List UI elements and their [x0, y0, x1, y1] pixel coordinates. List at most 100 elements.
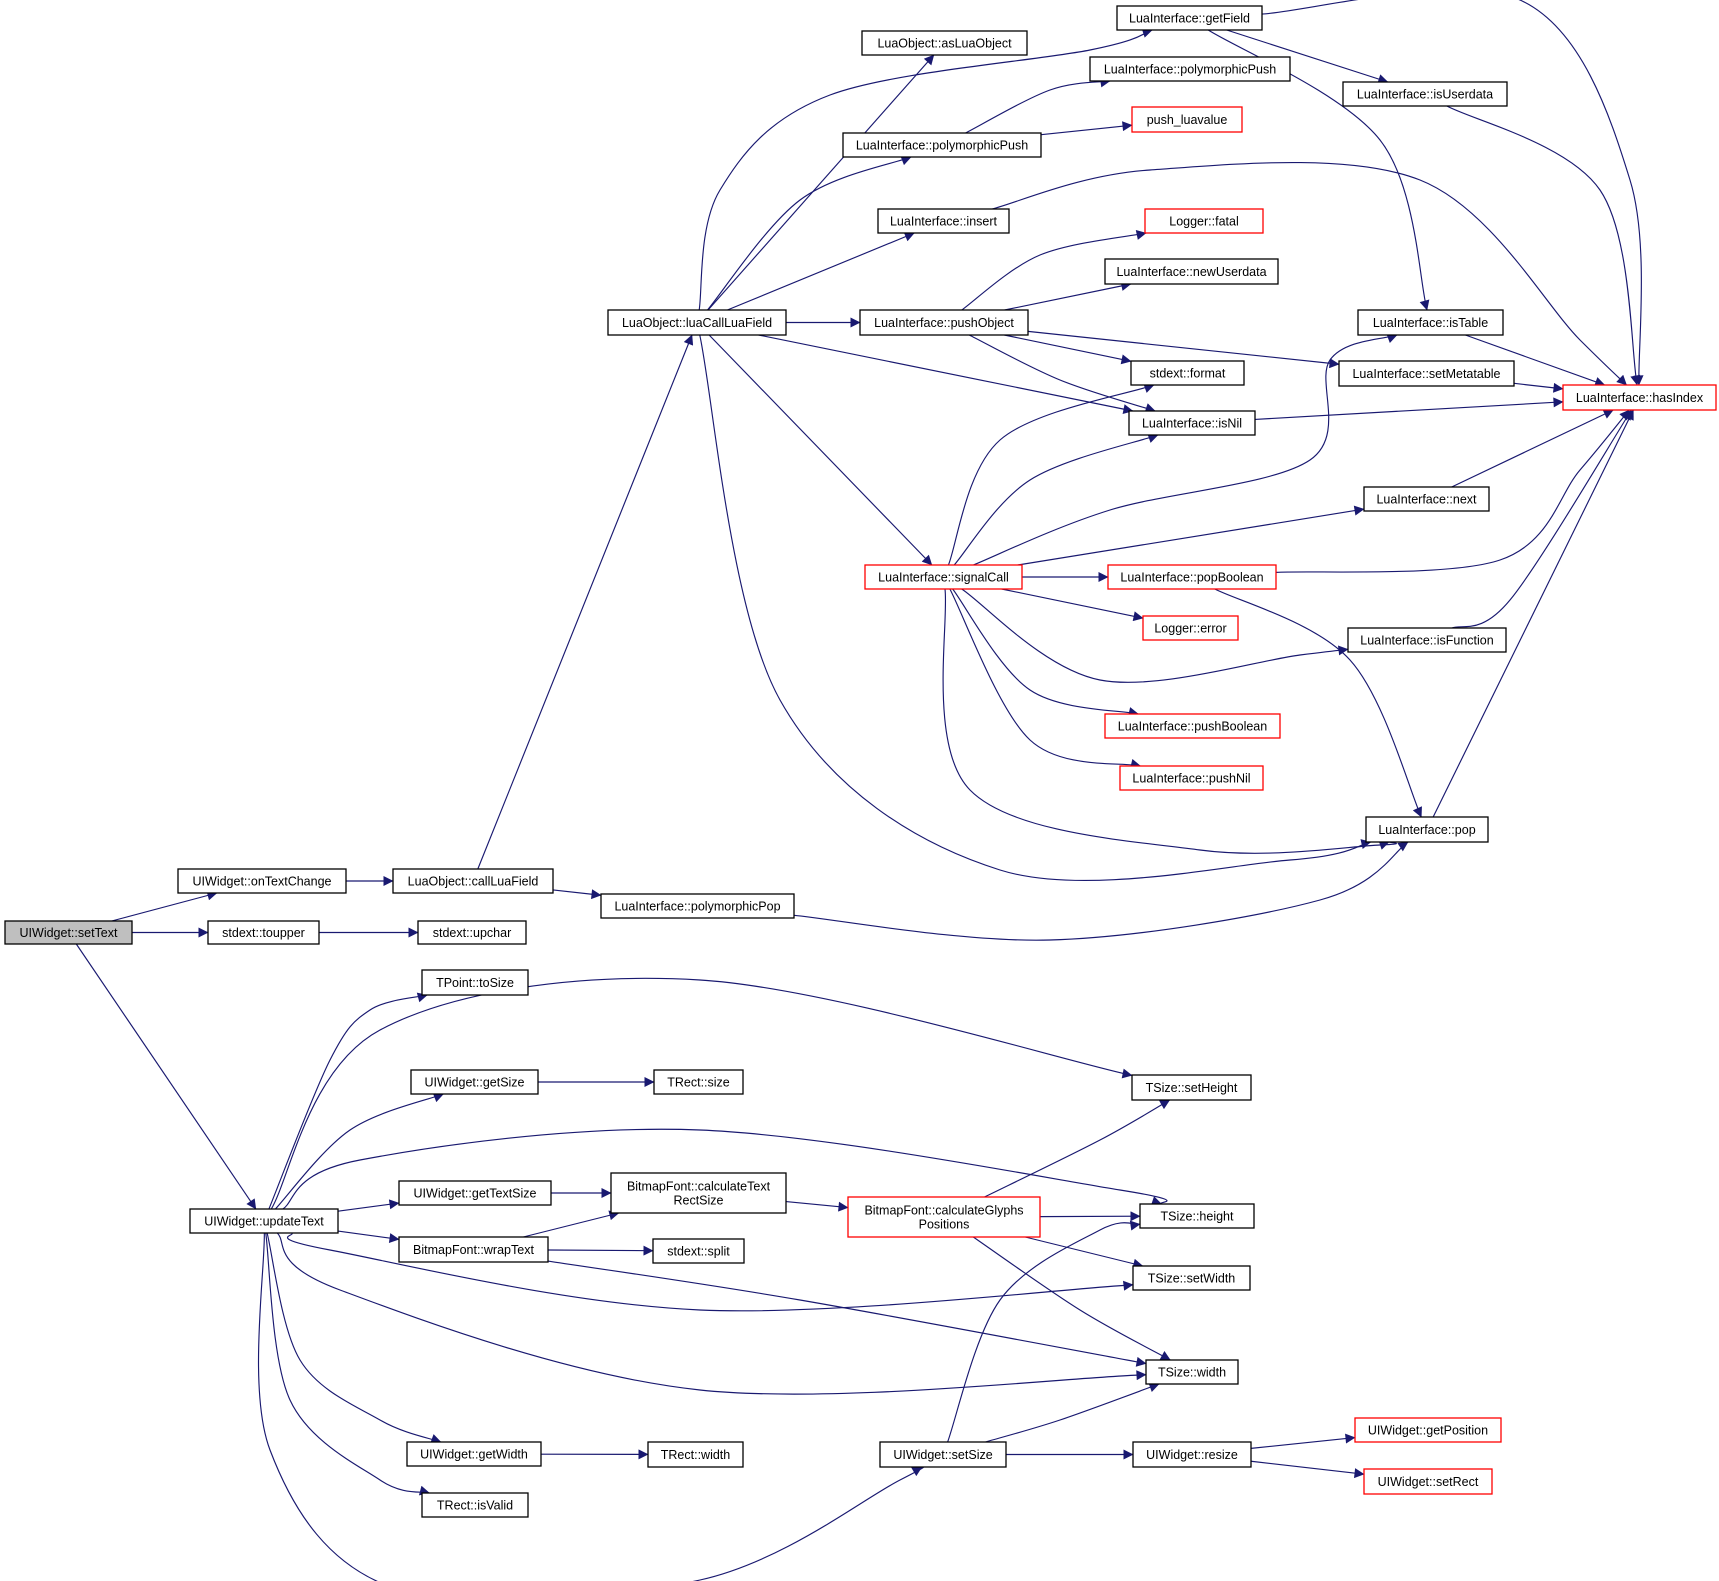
node-hasIndex[interactable]: LuaInterface::hasIndex: [1562, 384, 1717, 411]
node-box: [1142, 615, 1239, 641]
node-label: stdext::format: [1150, 367, 1226, 381]
node-box: [1132, 1441, 1252, 1468]
node-upchar[interactable]: stdext::upchar: [417, 920, 527, 945]
node-onTextChange[interactable]: UIWidget::onTextChange: [177, 868, 347, 894]
edge-setMetatable-to-hasIndex: [1513, 382, 1564, 393]
edge-setSize-to-width: [985, 1382, 1160, 1443]
node-rectSize[interactable]: TRect::size: [653, 1069, 744, 1095]
node-getPosition[interactable]: UIWidget::getPosition: [1354, 1417, 1502, 1443]
node-setText[interactable]: UIWidget::setText: [4, 920, 133, 945]
node-toupper[interactable]: stdext::toupper: [207, 920, 320, 945]
node-getTextSize[interactable]: UIWidget::getTextSize: [398, 1180, 552, 1206]
node-label: LuaInterface::polymorphicPop: [614, 900, 780, 914]
node-box: [1363, 1468, 1493, 1495]
node-box: [1365, 816, 1489, 843]
node-pushNil[interactable]: LuaInterface::pushNil: [1119, 765, 1264, 791]
node-updateText[interactable]: UIWidget::updateText: [189, 1208, 339, 1234]
node-luaCallLuaField[interactable]: LuaObject::luaCallLuaField: [607, 309, 787, 336]
node-getWidth[interactable]: UIWidget::getWidth: [406, 1441, 542, 1467]
edge-signalCall-to-pushNil: [949, 588, 1141, 769]
node-box: [877, 208, 1010, 234]
node-wrapText[interactable]: BitmapFont::wrapText: [398, 1236, 549, 1263]
node-label: stdext::split: [667, 1245, 730, 1259]
node-polymorphicPushA[interactable]: LuaInterface::polymorphicPush: [842, 132, 1042, 158]
edge-signalCall-to-pushBoolean: [952, 588, 1139, 717]
node-isValid[interactable]: TRect::isValid: [421, 1492, 529, 1518]
node-width[interactable]: TSize::width: [1145, 1359, 1239, 1385]
node-label: UIWidget::updateText: [204, 1215, 324, 1229]
node-isNil[interactable]: LuaInterface::isNil: [1128, 410, 1256, 436]
node-label: TRect::width: [661, 1448, 731, 1462]
node-label: UIWidget::setText: [20, 926, 118, 940]
node-label: LuaInterface::newUserdata: [1116, 265, 1266, 279]
edge-calcTextRect-to-calcGlyphs: [785, 1200, 849, 1212]
node-newUserdata[interactable]: LuaInterface::newUserdata: [1104, 258, 1279, 285]
edge-pushObject-to-format: [1004, 334, 1132, 365]
node-isTable[interactable]: LuaInterface::isTable: [1357, 309, 1504, 336]
node-asLuaObject[interactable]: LuaObject::asLuaObject: [861, 30, 1028, 56]
node-box: [1347, 627, 1507, 653]
node-box: [600, 893, 795, 919]
node-polymorphicPop[interactable]: LuaInterface::polymorphicPop: [600, 893, 795, 919]
node-signalCall[interactable]: LuaInterface::signalCall: [864, 564, 1023, 590]
node-label: UIWidget::onTextChange: [193, 875, 332, 889]
edge-resize-to-setRect: [1250, 1460, 1365, 1479]
edge-luaCallLuaField-to-signalCall: [708, 334, 933, 566]
node-pop[interactable]: LuaInterface::pop: [1365, 816, 1489, 843]
edge-updateText-to-getWidth: [266, 1232, 442, 1444]
node-box: [1131, 106, 1243, 133]
edge-pushObject-to-setMetatable: [1027, 330, 1340, 369]
edge-getField-to-isUserdata: [1226, 29, 1389, 84]
node-getSize[interactable]: UIWidget::getSize: [410, 1069, 539, 1095]
node-height[interactable]: TSize::height: [1139, 1203, 1255, 1229]
edge-updateText-to-wrapText: [337, 1230, 400, 1244]
edge-signalCall-to-format: [947, 383, 1155, 566]
node-format[interactable]: stdext::format: [1130, 360, 1245, 386]
node-error[interactable]: Logger::error: [1142, 615, 1239, 641]
node-isFunction[interactable]: LuaInterface::isFunction: [1347, 627, 1507, 653]
node-push_luavalue[interactable]: push_luavalue: [1131, 106, 1243, 133]
node-setRect[interactable]: UIWidget::setRect: [1363, 1468, 1493, 1495]
node-setMetatable[interactable]: LuaInterface::setMetatable: [1338, 360, 1515, 387]
node-callLuaField[interactable]: LuaObject::callLuaField: [392, 868, 554, 894]
node-box: [398, 1180, 552, 1206]
node-label: Logger::error: [1154, 622, 1226, 636]
node-insert[interactable]: LuaInterface::insert: [877, 208, 1010, 234]
node-label: LuaObject::luaCallLuaField: [622, 316, 772, 330]
node-setWidth[interactable]: TSize::setWidth: [1132, 1265, 1251, 1291]
node-box: [1128, 410, 1256, 436]
edge-isTable-to-hasIndex: [1465, 334, 1606, 387]
node-label: TSize::height: [1161, 1210, 1234, 1224]
edge-updateText-to-toSize: [268, 992, 428, 1210]
node-polymorphicPushB[interactable]: LuaInterface::polymorphicPush: [1089, 56, 1291, 82]
node-setHeight[interactable]: TSize::setHeight: [1131, 1074, 1252, 1101]
node-pushObject[interactable]: LuaInterface::pushObject: [859, 309, 1029, 336]
node-box: [879, 1441, 1007, 1468]
node-label: LuaInterface::isTable: [1373, 316, 1488, 330]
node-label: LuaObject::callLuaField: [408, 875, 539, 889]
node-split[interactable]: stdext::split: [652, 1238, 745, 1264]
node-box: [864, 564, 1023, 590]
node-label: LuaInterface::polymorphicPush: [856, 139, 1028, 153]
node-box: [1132, 1265, 1251, 1291]
node-setSize[interactable]: UIWidget::setSize: [879, 1441, 1007, 1468]
node-fatal[interactable]: Logger::fatal: [1144, 208, 1264, 234]
node-box: [610, 1172, 787, 1214]
node-box: [607, 309, 787, 336]
node-toSize[interactable]: TPoint::toSize: [421, 969, 529, 996]
node-isUserdata[interactable]: LuaInterface::isUserdata: [1342, 81, 1508, 107]
edge-polymorphicPop-to-pop: [793, 841, 1409, 941]
node-resize[interactable]: UIWidget::resize: [1132, 1441, 1252, 1468]
edge-insert-to-hasIndex: [991, 161, 1627, 386]
node-rectWidth[interactable]: TRect::width: [647, 1441, 744, 1468]
edge-setText-to-updateText: [75, 943, 257, 1210]
node-pushBoolean[interactable]: LuaInterface::pushBoolean: [1104, 713, 1281, 739]
node-next[interactable]: LuaInterface::next: [1363, 486, 1490, 512]
node-getField[interactable]: LuaInterface::getField: [1116, 5, 1263, 31]
node-popBoolean[interactable]: LuaInterface::popBoolean: [1107, 564, 1277, 590]
node-label: UIWidget::getTextSize: [414, 1187, 537, 1201]
edge-updateText-to-setSize: [257, 1232, 925, 1581]
